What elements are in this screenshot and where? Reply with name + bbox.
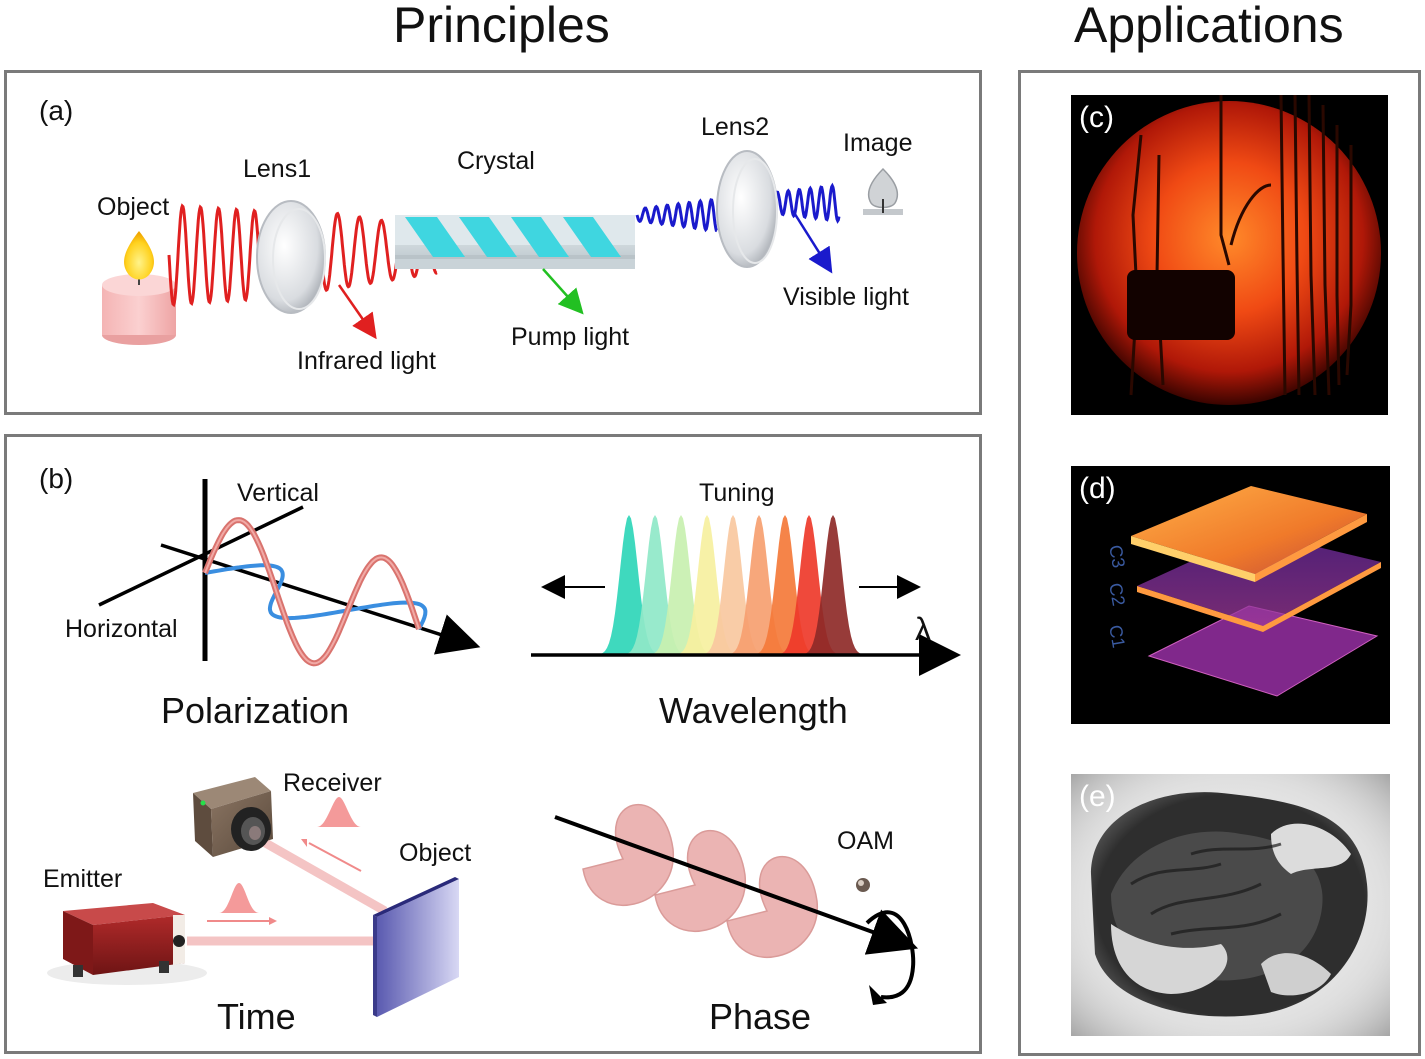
spectrum-peak: [763, 515, 855, 655]
pump-arrow: [542, 268, 584, 315]
image-d-label: (d): [1079, 472, 1116, 505]
object-label: Object: [97, 193, 170, 221]
image-e: (e): [1071, 774, 1390, 1036]
layer-label-c3: C3: [1105, 543, 1129, 570]
spectrum-peak: [583, 515, 675, 655]
helix-lobe: [582, 803, 674, 906]
oam-label: OAM: [837, 827, 894, 855]
pump-label: Pump light: [511, 323, 630, 351]
vertical-label: Vertical: [237, 479, 319, 507]
phase-diagram: [554, 803, 919, 1005]
image-d: (d) C3 C2 C1: [1071, 466, 1390, 724]
lens1-label: Lens1: [243, 155, 312, 183]
principles-heading: Principles: [393, 0, 610, 53]
panel-b-label: (b): [39, 463, 74, 494]
emitter-icon: [47, 903, 207, 985]
visible-label: Visible light: [783, 283, 910, 311]
wavelength-caption: Wavelength: [659, 690, 848, 731]
candle-icon: [102, 231, 176, 345]
time-diagram: [47, 777, 459, 1017]
lens1-icon: [256, 200, 326, 314]
phase-caption: Phase: [709, 996, 812, 1037]
spectrum-peak: [713, 515, 805, 655]
crystal-icon: [395, 215, 635, 269]
visible-wave: [635, 182, 841, 233]
lens2-icon: [716, 150, 778, 268]
wavelength-diagram: [531, 515, 961, 676]
receiver-camera-icon: [193, 777, 273, 857]
receiver-label: Receiver: [283, 769, 382, 797]
crystal-label: Crystal: [457, 147, 535, 175]
layer-label-c1: C1: [1105, 623, 1129, 650]
image-e-drawing: [1071, 774, 1390, 1036]
lens2-label: Lens2: [701, 113, 770, 141]
applications-panel: (c): [1018, 70, 1421, 1056]
polarization-diagram: [98, 479, 481, 667]
panel-a-label: (a): [39, 95, 74, 126]
spectrum-peak: [787, 515, 879, 655]
image-d-drawing: [1131, 486, 1381, 697]
infrared-arrow: [337, 284, 377, 340]
image-c-drawing: [1077, 95, 1381, 405]
image-c: (c): [1071, 95, 1388, 415]
object-label-b: Object: [399, 839, 472, 867]
emitter-label: Emitter: [43, 865, 123, 893]
panel-b-drawing: [47, 479, 961, 1017]
layer-label-c2: C2: [1105, 581, 1129, 608]
panel-b: (b) Vertical Horizontal Polarization Tun…: [4, 434, 982, 1054]
applications-heading: Applications: [1074, 0, 1344, 53]
spectrum-peak: [661, 515, 753, 655]
object-plate-icon: [373, 877, 459, 1017]
image-e-label: (e): [1079, 780, 1116, 813]
visible-arrow: [791, 210, 833, 274]
spectrum-peak: [609, 515, 701, 655]
helix-lobe: [726, 855, 818, 958]
time-caption: Time: [217, 996, 296, 1037]
polarization-caption: Polarization: [161, 690, 350, 731]
panel-a-drawing: [102, 150, 903, 345]
image-icon: [863, 167, 903, 215]
lambda-label: λ: [915, 611, 931, 647]
helix-lobe: [654, 829, 746, 932]
panel-a: (a) Object Lens1 Crystal Lens2 Image Inf…: [4, 70, 982, 415]
spectrum-peak: [687, 515, 779, 655]
image-label: Image: [843, 129, 913, 157]
spectrum-peak: [635, 515, 727, 655]
spectrum-peak: [739, 515, 831, 655]
tuning-label: Tuning: [699, 479, 775, 507]
image-c-label: (c): [1079, 101, 1114, 134]
infrared-label: Infrared light: [297, 347, 436, 375]
horizontal-label: Horizontal: [65, 615, 178, 643]
